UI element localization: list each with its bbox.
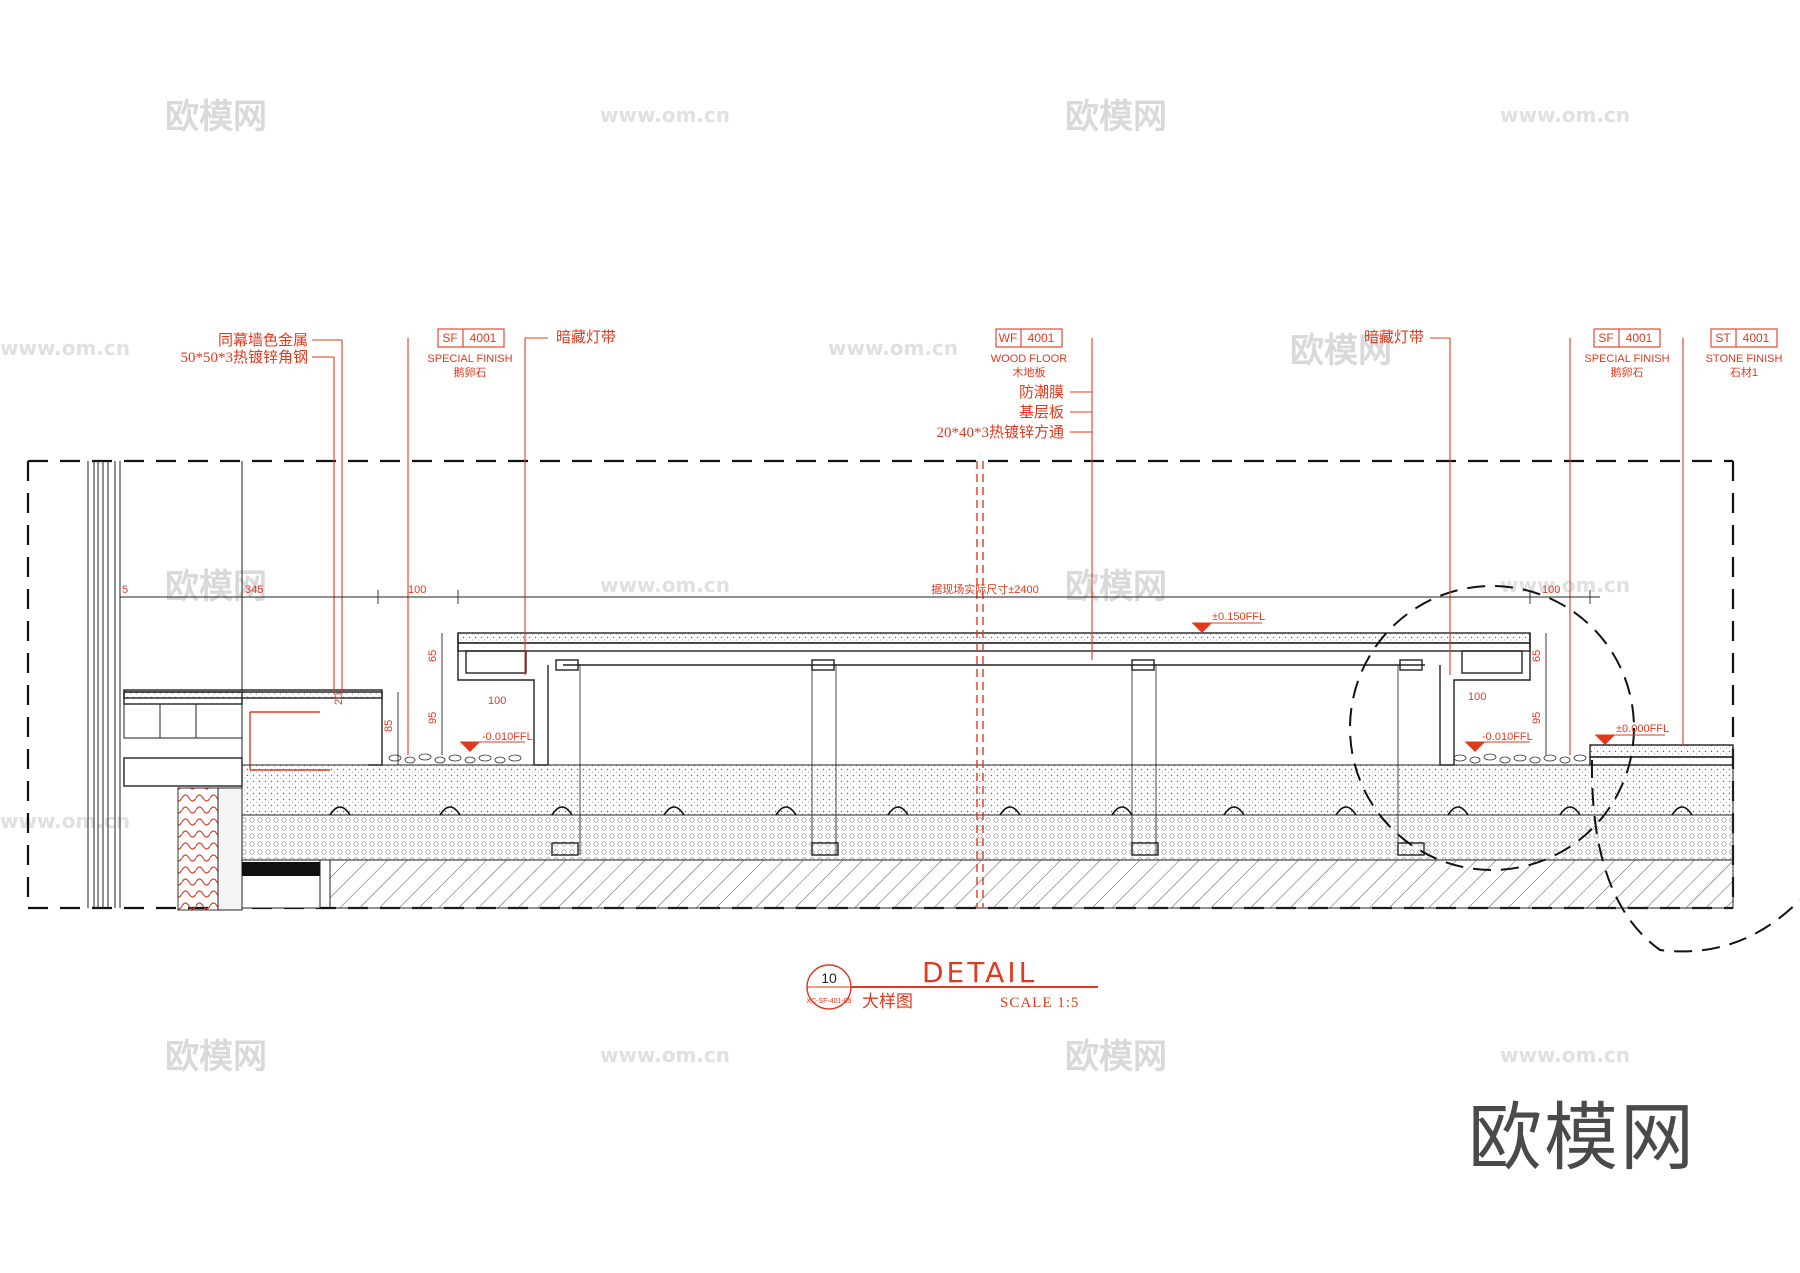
watermark-brand: 欧模网 — [1290, 331, 1392, 371]
dim-5: 5 — [122, 584, 128, 596]
level-stone: ±0.000FFL — [1616, 723, 1669, 735]
tag-st-en: STONE FINISH — [1706, 353, 1783, 365]
level-markers — [460, 622, 1665, 752]
tag-sf-right-en: SPECIAL FINISH — [1584, 353, 1669, 365]
callout-text: 同幕墙色金属 50*50*3热镀锌角钢 SF 4001 SPECIAL FINI… — [180, 329, 1782, 441]
leader-lines — [312, 337, 1684, 755]
watermark-url: www.om.cn — [1500, 103, 1630, 127]
dim-100-left: 100 — [408, 584, 426, 596]
watermark-url: www.om.cn — [600, 103, 730, 127]
dim-95-left: 95 — [427, 712, 439, 724]
level-left: -0.010FFL — [482, 731, 533, 743]
detail-scale: SCALE 1:5 — [1000, 995, 1079, 1011]
tag-sf-left-en: SPECIAL FINISH — [427, 353, 512, 365]
level-text: ±0.150FFL -0.010FFL -0.010FFL ±0.000FFL — [482, 611, 1669, 743]
tag-st-num: 4001 — [1743, 331, 1770, 345]
watermark-brand: 欧模网 — [165, 567, 267, 607]
detail-title-en: DETAIL — [922, 956, 1037, 989]
wood-platform — [457, 632, 1531, 856]
dim-65-left: 65 — [427, 650, 439, 662]
watermark-brand: 欧模网 — [165, 97, 267, 137]
dimension-text: 5 345 100 据现场实际尺寸±2400 100 65 95 85 100 … — [122, 582, 1560, 732]
watermark-url: www.om.cn — [600, 573, 730, 597]
dim-85-left: 85 — [383, 720, 395, 732]
heating-pipes — [329, 806, 1693, 816]
callout-base-board: 基层板 — [1019, 403, 1064, 421]
break-line — [976, 461, 984, 908]
watermark-url: www.om.cn — [1500, 573, 1630, 597]
level-right: -0.010FFL — [1482, 731, 1533, 743]
dim-100-right: 100 — [1542, 584, 1560, 596]
detail-ref: XC-SF-401-05 — [806, 998, 851, 1005]
tag-sf-left-code: SF — [442, 331, 457, 345]
title-block: 10 XC-SF-401-05 DETAIL 大样图 SCALE 1:5 — [806, 956, 1098, 1011]
dim-65-right: 65 — [1531, 650, 1543, 662]
tag-sf-right-cn: 鹅卵石 — [1611, 365, 1644, 379]
tag-sf-right-code: SF — [1598, 331, 1613, 345]
watermark-url: www.om.cn — [828, 336, 958, 360]
callout-square-tube: 20*40*3热镀锌方通 — [936, 424, 1064, 441]
tag-sf-right-num: 4001 — [1626, 331, 1653, 345]
tag-sf-left-num: 4001 — [470, 331, 497, 345]
watermark-url: www.om.cn — [0, 809, 130, 833]
tag-st-code: ST — [1715, 331, 1731, 345]
callout-light-right: 暗藏灯带 — [1364, 329, 1424, 346]
watermark-url: www.om.cn — [600, 1043, 730, 1067]
tag-wf-num: 4001 — [1028, 331, 1055, 345]
level-marker-right — [1465, 742, 1485, 752]
dim-100-inner-right: 100 — [1468, 691, 1486, 703]
tag-wf-cn: 木地板 — [1013, 365, 1046, 379]
watermark-url: www.om.cn — [0, 336, 130, 360]
dim-20-left: 20 — [333, 693, 345, 705]
callout-metal: 同幕墙色金属 — [218, 332, 308, 349]
callout-boxes — [437, 328, 1778, 348]
callout-angle-steel: 50*50*3热镀锌角钢 — [180, 349, 308, 366]
detail-title-cn: 大样图 — [862, 992, 913, 1011]
callout-light-left: 暗藏灯带 — [556, 329, 616, 346]
tag-wf-en: WOOD FLOOR — [991, 353, 1067, 365]
tag-wf-code: WF — [999, 331, 1018, 345]
dim-95-right: 95 — [1531, 712, 1543, 724]
dim-345: 345 — [245, 584, 263, 596]
detail-number: 10 — [821, 970, 837, 986]
tag-st-cn: 石材1 — [1730, 365, 1758, 379]
floor-layers — [241, 764, 1734, 909]
tag-sf-left-cn: 鹅卵石 — [454, 365, 487, 379]
level-marker-top — [1192, 623, 1212, 633]
watermark-layer: 欧模网 www.om.cn 欧模网 www.om.cn www.om.cn ww… — [0, 97, 1630, 1077]
detail-circle — [1349, 585, 1800, 953]
dimension-lines — [119, 590, 1600, 765]
pebbles — [388, 753, 1587, 764]
watermark-brand: 欧模网 — [1065, 567, 1167, 607]
watermark-brand: 欧模网 — [1065, 97, 1167, 137]
stone-finish — [1589, 744, 1734, 766]
watermark-big: 欧模网 — [1468, 1095, 1696, 1181]
dim-2400: 据现场实际尺寸±2400 — [931, 582, 1039, 596]
level-marker-left — [460, 742, 480, 752]
dim-100-inner-left: 100 — [488, 695, 506, 707]
level-top: ±0.150FFL — [1212, 611, 1265, 623]
callout-membrane: 防潮膜 — [1019, 384, 1064, 401]
watermark-url: www.om.cn — [1500, 1043, 1630, 1067]
level-marker-stone — [1595, 735, 1615, 745]
curtain-wall — [87, 461, 243, 911]
watermark-brand: 欧模网 — [165, 1037, 267, 1077]
watermark-brand: 欧模网 — [1065, 1037, 1167, 1077]
